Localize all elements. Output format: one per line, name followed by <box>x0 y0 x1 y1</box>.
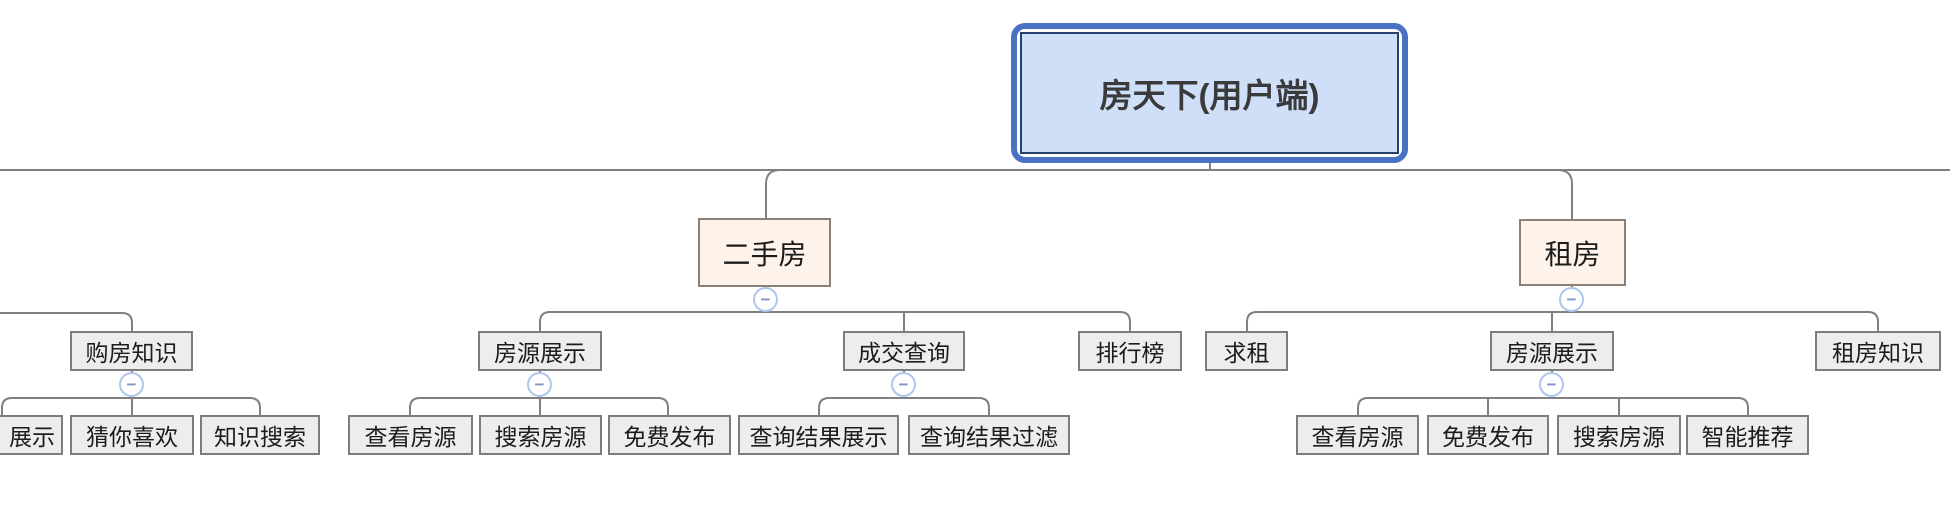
collapse-icon-fangyuan-zhanshi-zf[interactable]: − <box>1539 372 1564 397</box>
root-node-label: 房天下(用户端) <box>1020 32 1399 154</box>
leaf-node-chakan-fangyuan-esf[interactable]: 查看房源 <box>348 415 473 455</box>
node-fangyuan-zhanshi-ershoufang[interactable]: 房源展示 <box>478 331 602 371</box>
leaf-node-sousuo-fangyuan-esf[interactable]: 搜索房源 <box>479 415 602 455</box>
connector-ershoufang-children <box>539 287 1131 331</box>
minus-icon: − <box>534 375 545 394</box>
connector-to-zufang <box>1557 169 1573 219</box>
connector-offscreen-parent <box>0 312 133 331</box>
minus-icon: − <box>898 375 909 394</box>
minus-icon: − <box>126 375 137 394</box>
collapse-icon-zufang[interactable]: − <box>1559 287 1584 312</box>
node-fangyuan-zhanshi-zufang[interactable]: 房源展示 <box>1490 331 1614 371</box>
leaf-node-sousuo-fangyuan-zf[interactable]: 搜索房源 <box>1557 415 1681 455</box>
leaf-node-chakan-fangyuan-zf[interactable]: 查看房源 <box>1296 415 1419 455</box>
node-goufang-zhishi[interactable]: 购房知识 <box>70 331 193 371</box>
collapse-icon-chengjiao-chaxun[interactable]: − <box>891 372 916 397</box>
leaf-node-chaxun-jieguo-zhanshi[interactable]: 查询结果展示 <box>738 415 899 455</box>
node-qiuzu[interactable]: 求租 <box>1205 331 1288 371</box>
leaf-node-cainixihuan[interactable]: 猜你喜欢 <box>70 415 194 455</box>
leaf-node-zhineng-tuijian[interactable]: 智能推荐 <box>1686 415 1809 455</box>
node-paihangbang[interactable]: 排行榜 <box>1078 331 1182 371</box>
leaf-node-mianfei-fabu-zf[interactable]: 免费发布 <box>1427 415 1549 455</box>
collapse-icon-goufang-zhishi[interactable]: − <box>119 372 144 397</box>
leaf-node-mianfei-fabu-esf[interactable]: 免费发布 <box>608 415 731 455</box>
branch-node-zufang[interactable]: 租房 <box>1519 219 1626 286</box>
collapse-icon-ershoufang[interactable]: − <box>753 287 778 312</box>
branch-node-ershoufang[interactable]: 二手房 <box>698 218 831 287</box>
minus-icon: − <box>1566 290 1577 309</box>
leaf-node-zhishi-sousuo[interactable]: 知识搜索 <box>200 415 320 455</box>
minus-icon: − <box>760 290 771 309</box>
connector-to-ershoufang <box>765 169 781 218</box>
minus-icon: − <box>1546 375 1557 394</box>
root-node[interactable]: 房天下(用户端) <box>1011 23 1408 163</box>
collapse-icon-fangyuan-zhanshi-esf[interactable]: − <box>527 372 552 397</box>
leaf-node-chaxun-jieguo-guolv[interactable]: 查询结果过滤 <box>908 415 1070 455</box>
leaf-node-zhanshi-cutoff[interactable]: 展示 <box>0 415 63 455</box>
node-zufang-zhishi[interactable]: 租房知识 <box>1815 331 1941 371</box>
node-chengjiao-chaxun[interactable]: 成交查询 <box>843 331 965 371</box>
